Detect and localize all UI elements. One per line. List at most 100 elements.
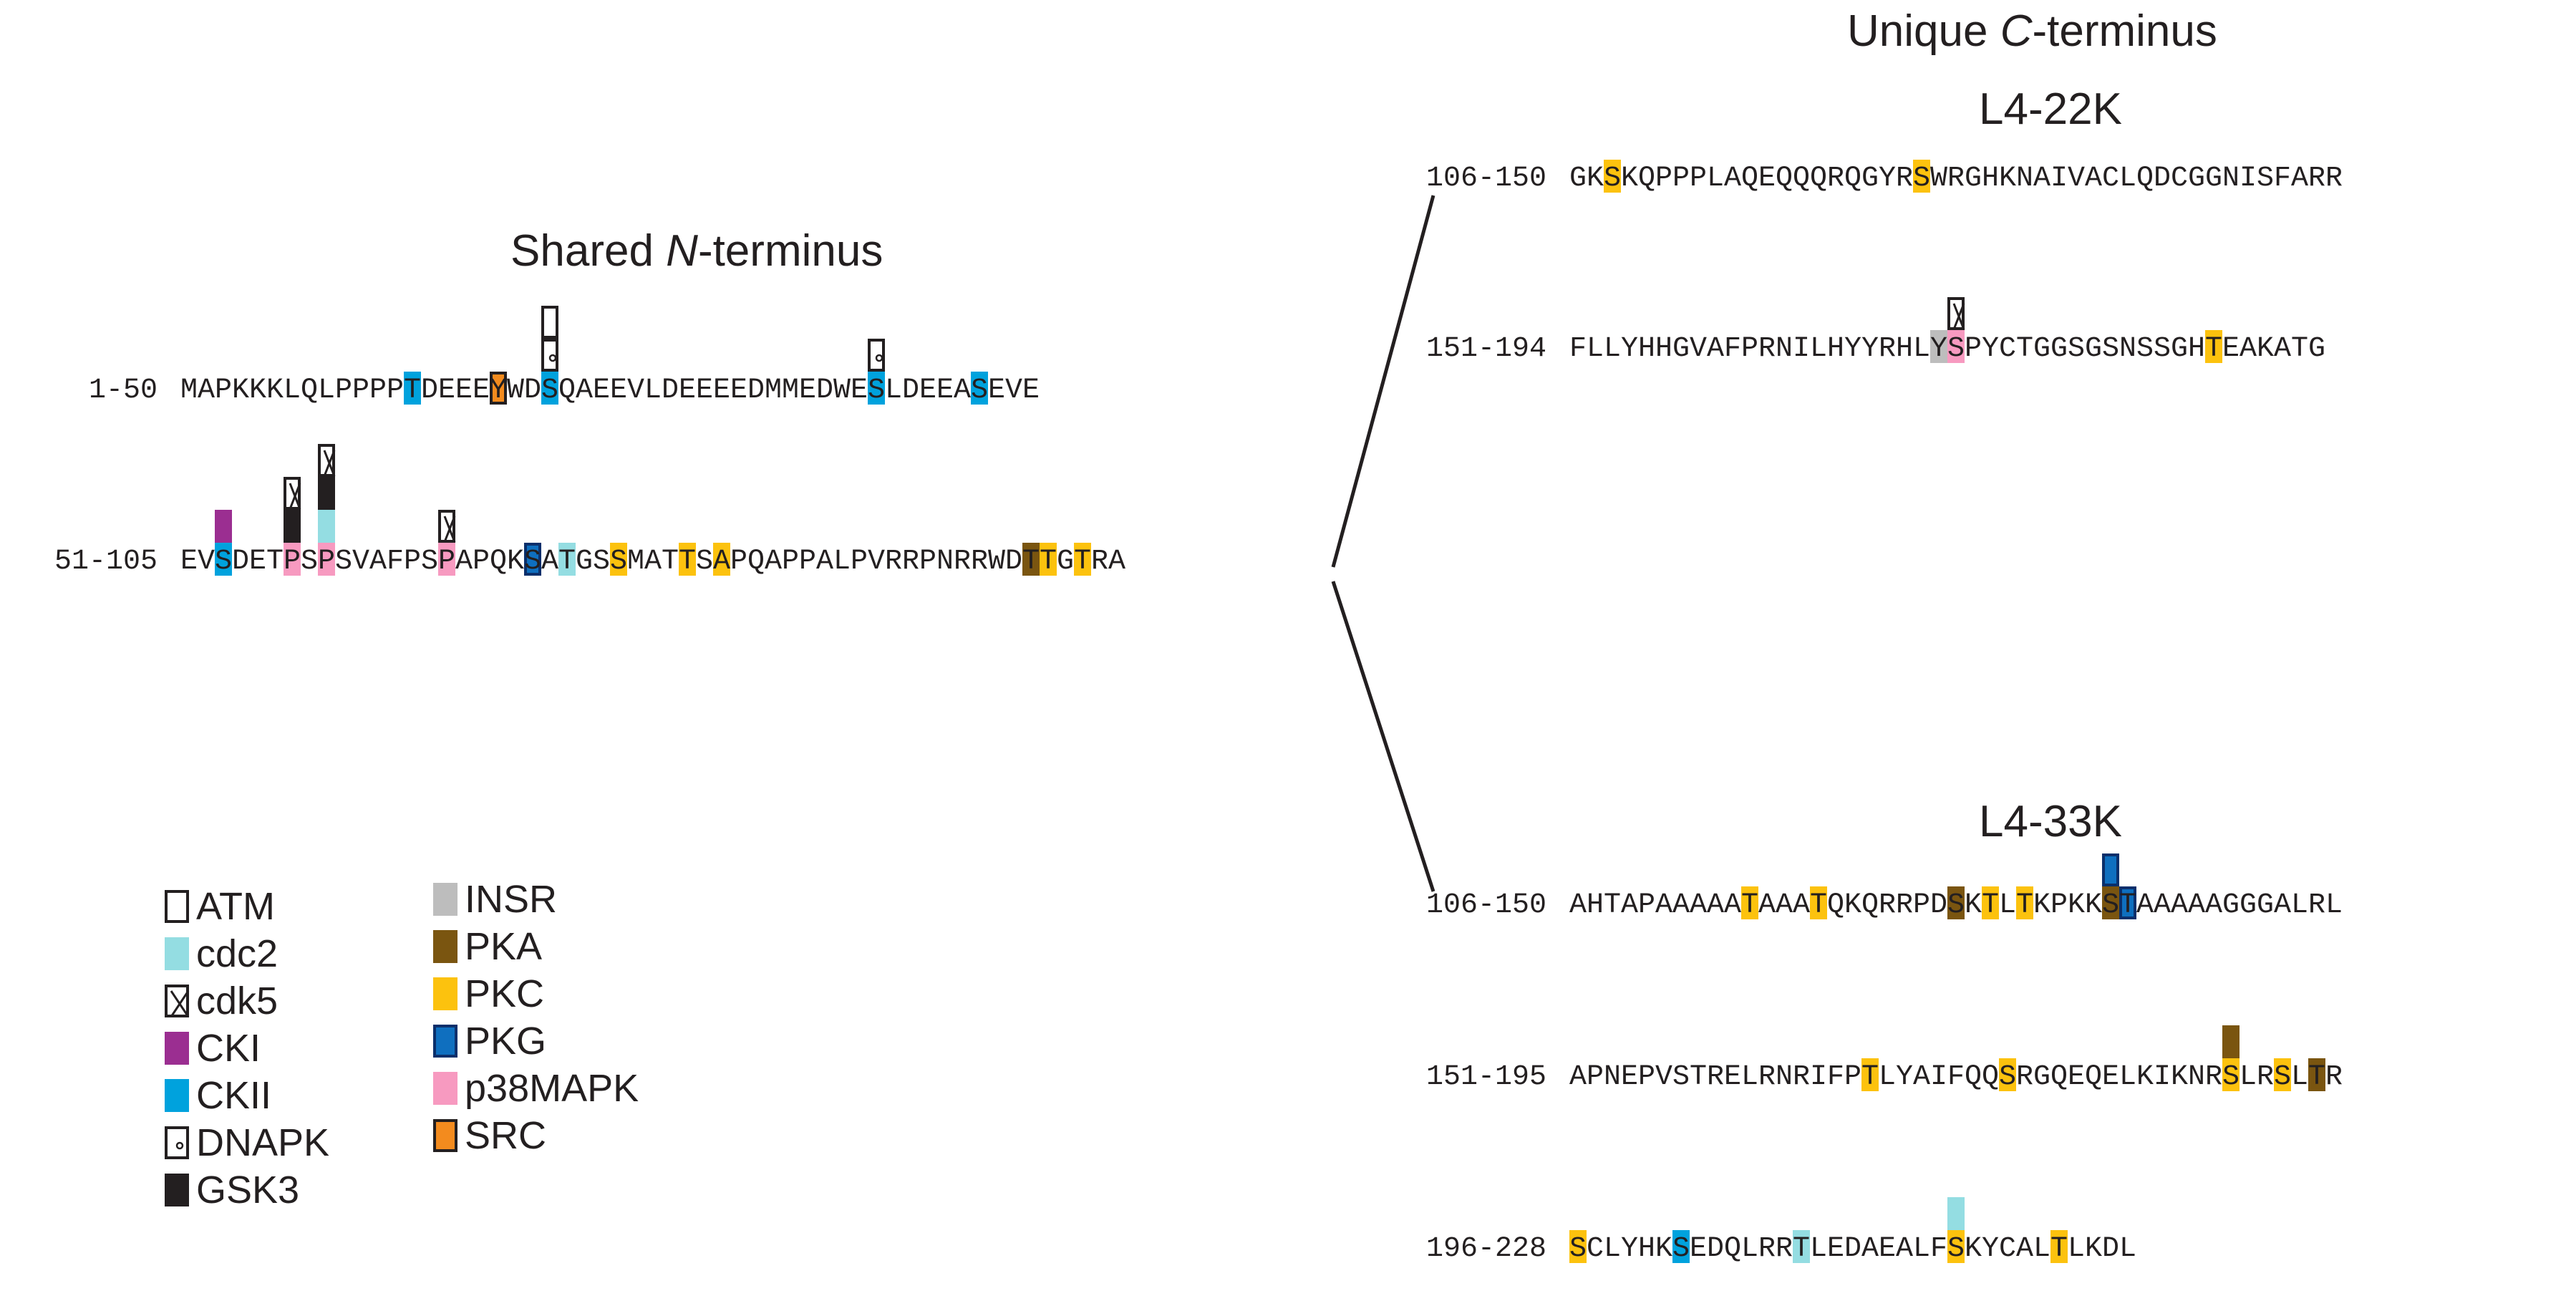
residue: L: [1741, 1061, 1759, 1093]
legend-label: DNAPK: [196, 1121, 330, 1164]
kinase-mark-pkc: [2205, 330, 2222, 363]
residue: F: [1930, 1233, 1948, 1265]
kinase-mark-gsk3: [318, 477, 335, 510]
residue: D: [2102, 1233, 2120, 1265]
residue: A: [2171, 889, 2189, 922]
legend-swatch-src-icon: [433, 1119, 457, 1152]
residue: K: [2171, 1061, 2189, 1093]
residue: P: [782, 546, 800, 578]
residue: L: [1810, 1233, 1828, 1265]
kinase-mark-pka: [2102, 886, 2119, 919]
residue: Q: [2085, 1061, 2103, 1093]
shared-heading-suffix: -terminus: [697, 226, 883, 276]
kinase-mark-dnapk: [868, 339, 885, 372]
sequence-range-label: 106-150: [1425, 163, 1546, 195]
residue: A: [1569, 1061, 1587, 1093]
kinase-mark-ckii: [541, 372, 558, 405]
kinase-mark-pkc: [1913, 160, 1930, 193]
residue: K: [1587, 163, 1604, 195]
residue: R: [1896, 889, 1914, 922]
residue: G: [2308, 333, 2326, 365]
residue: A: [2240, 333, 2257, 365]
sequence-range-label: 106-150: [1425, 889, 1546, 922]
residue: P: [919, 546, 937, 578]
phosphosite-residue: P: [318, 444, 336, 578]
residue: A: [1724, 889, 1742, 922]
residue: L: [833, 546, 851, 578]
residue: L: [644, 374, 662, 407]
kinase-mark-pkc: [1999, 1058, 2016, 1091]
residue: A: [541, 546, 559, 578]
residue: A: [1707, 889, 1725, 922]
residue: Q: [1810, 163, 1828, 195]
residue: A: [1655, 889, 1673, 922]
kinase-mark-gsk3: [284, 510, 301, 543]
phosphosite-residue: S: [1913, 160, 1930, 195]
legend-swatch-gsk3-icon: [165, 1174, 189, 1206]
residue: E: [730, 374, 748, 407]
kinase-mark-pkc: [2222, 1058, 2240, 1091]
residue: F: [1569, 333, 1587, 365]
kinase-mark-cdk5: [438, 510, 456, 543]
kinase-mark-p38mapk: [284, 543, 301, 576]
residue: Q: [1776, 163, 1793, 195]
residue: G: [1861, 163, 1879, 195]
phosphosite-residue: A: [713, 543, 730, 578]
phosphosite-residue: S: [610, 543, 627, 578]
kinase-mark-cdc2: [558, 543, 576, 576]
kinase-mark-cki: [215, 510, 232, 543]
phosphosite-residue: S: [2222, 1025, 2240, 1093]
residue: A: [2205, 889, 2223, 922]
kinase-mark-pka: [1947, 886, 1965, 919]
residue: E: [180, 546, 198, 578]
residue: R: [1879, 889, 1897, 922]
residue: L: [2033, 1233, 2051, 1265]
residue: A: [576, 374, 594, 407]
residue: I: [2154, 1061, 2171, 1093]
residue: E: [438, 374, 456, 407]
residue: T: [2291, 333, 2309, 365]
residue: N: [2119, 333, 2137, 365]
phosphosite-residue: T: [1793, 1230, 1810, 1265]
residue: C: [2102, 163, 2120, 195]
residue: C: [1999, 1233, 2017, 1265]
kinase-mark-cdc2: [1793, 1230, 1810, 1263]
residue: F: [1827, 1061, 1845, 1093]
residue: D: [1930, 889, 1948, 922]
residue: P: [387, 374, 405, 407]
phosphosite-residue: S: [971, 372, 988, 407]
residue: A: [198, 374, 216, 407]
residue: S: [421, 546, 439, 578]
residue: A: [2188, 889, 2206, 922]
residue: L: [318, 374, 336, 407]
residue: L: [1999, 889, 2017, 922]
residue: E: [799, 374, 817, 407]
residue: R: [1793, 1061, 1811, 1093]
residue: Y: [1896, 1061, 1914, 1093]
residue: I: [1810, 1061, 1828, 1093]
residue: D: [902, 374, 920, 407]
phosphosite-residue: S: [1672, 1230, 1690, 1265]
sequence-range-label: 1-50: [88, 374, 158, 407]
residue: A: [2274, 889, 2292, 922]
residue: P: [1655, 163, 1673, 195]
residue: R: [2325, 1061, 2343, 1093]
residue: K: [249, 374, 267, 407]
residue: G: [2188, 163, 2206, 195]
phosphosite-residue: Y: [1930, 330, 1947, 365]
residue: R: [2016, 1061, 2034, 1093]
kinase-mark-p38mapk: [438, 543, 455, 576]
legend-item-pkc: PKC: [433, 972, 544, 1016]
residue: P: [1672, 163, 1690, 195]
residue: Y: [1879, 163, 1897, 195]
legend-label: INSR: [465, 878, 558, 921]
kinase-mark-src: [490, 372, 507, 405]
residue: N: [1604, 1061, 1622, 1093]
residue: K: [2033, 889, 2051, 922]
residue: P: [2050, 889, 2068, 922]
residue: V: [352, 546, 370, 578]
residue: R: [1091, 546, 1109, 578]
residue: W: [833, 374, 851, 407]
residue: R: [1758, 1233, 1776, 1265]
